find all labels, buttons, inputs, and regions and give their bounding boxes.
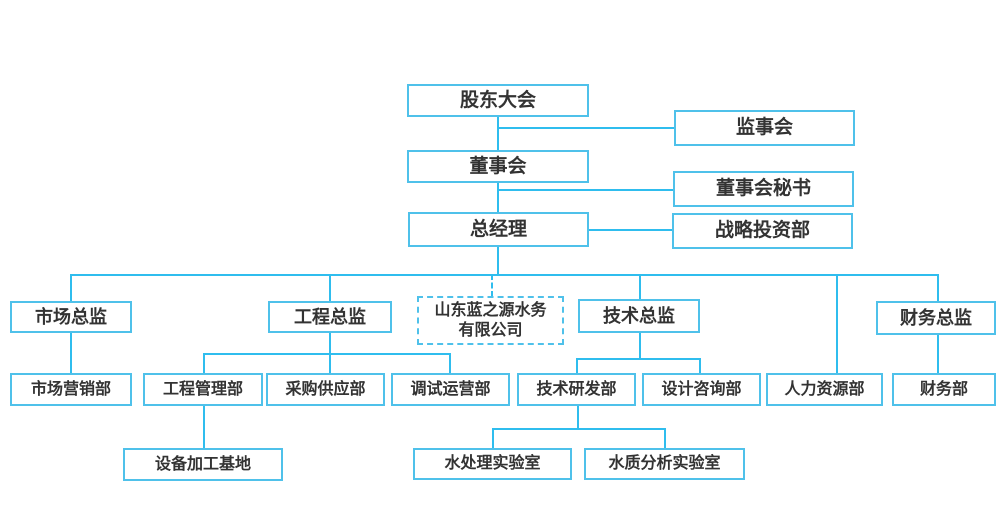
connector-line-vertical xyxy=(70,274,72,302)
org-node-board-secretary: 董事会秘书 xyxy=(673,171,854,207)
connector-line-horizontal xyxy=(492,428,666,430)
org-node-commissioning-operation-dept: 调试运营部 xyxy=(391,373,510,406)
connector-line-vertical xyxy=(497,116,499,151)
org-node-board-of-directors: 董事会 xyxy=(407,150,589,183)
connector-line-vertical xyxy=(836,274,838,374)
connector-line-vertical xyxy=(329,332,331,355)
org-node-technology-rd-dept: 技术研发部 xyxy=(517,373,636,406)
connector-line-vertical xyxy=(937,334,939,374)
org-node-design-consulting-dept: 设计咨询部 xyxy=(642,373,761,406)
connector-line-vertical xyxy=(491,274,493,297)
connector-line-horizontal xyxy=(203,353,451,355)
org-node-water-quality-analysis-lab: 水质分析实验室 xyxy=(584,448,745,480)
org-node-strategic-investment-dept: 战略投资部 xyxy=(672,213,853,249)
org-node-procurement-supply-dept: 采购供应部 xyxy=(266,373,385,406)
connector-line-vertical xyxy=(203,353,205,374)
connector-line-vertical xyxy=(576,358,578,374)
connector-line-vertical xyxy=(639,332,641,360)
org-node-human-resources-dept: 人力资源部 xyxy=(766,373,883,406)
connector-line-vertical xyxy=(664,428,666,449)
connector-line-vertical xyxy=(497,246,499,276)
org-node-finance-dept: 财务部 xyxy=(892,373,996,406)
connector-line-horizontal xyxy=(70,274,939,276)
connector-line-horizontal xyxy=(588,229,673,231)
connector-line-vertical xyxy=(639,274,641,300)
org-node-engineering-director: 工程总监 xyxy=(268,301,392,333)
org-node-company-name: 山东蓝之源水务 有限公司 xyxy=(417,296,564,345)
org-node-water-treatment-lab: 水处理实验室 xyxy=(413,448,572,480)
connector-line-vertical xyxy=(492,428,494,449)
connector-line-vertical xyxy=(699,358,701,374)
connector-line-horizontal xyxy=(497,189,674,191)
org-node-general-manager: 总经理 xyxy=(408,212,589,247)
connector-line-vertical xyxy=(203,405,205,449)
org-node-marketing-dept: 市场营销部 xyxy=(10,373,132,406)
org-node-supervisory-board: 监事会 xyxy=(674,110,855,146)
org-node-marketing-director: 市场总监 xyxy=(10,301,132,333)
org-node-technical-director: 技术总监 xyxy=(578,299,700,333)
connector-line-vertical xyxy=(577,405,579,430)
connector-line-horizontal xyxy=(497,127,675,129)
connector-line-vertical xyxy=(449,353,451,374)
org-node-finance-director: 财务总监 xyxy=(876,301,996,335)
connector-line-vertical xyxy=(329,353,331,374)
connector-line-vertical xyxy=(497,182,499,213)
org-node-engineering-management-dept: 工程管理部 xyxy=(143,373,263,406)
connector-line-vertical xyxy=(70,332,72,374)
connector-line-vertical xyxy=(329,274,331,302)
connector-line-vertical xyxy=(937,274,939,302)
org-node-shareholders-meeting: 股东大会 xyxy=(407,84,589,117)
connector-line-horizontal xyxy=(576,358,701,360)
org-node-equipment-processing-base: 设备加工基地 xyxy=(123,448,283,481)
